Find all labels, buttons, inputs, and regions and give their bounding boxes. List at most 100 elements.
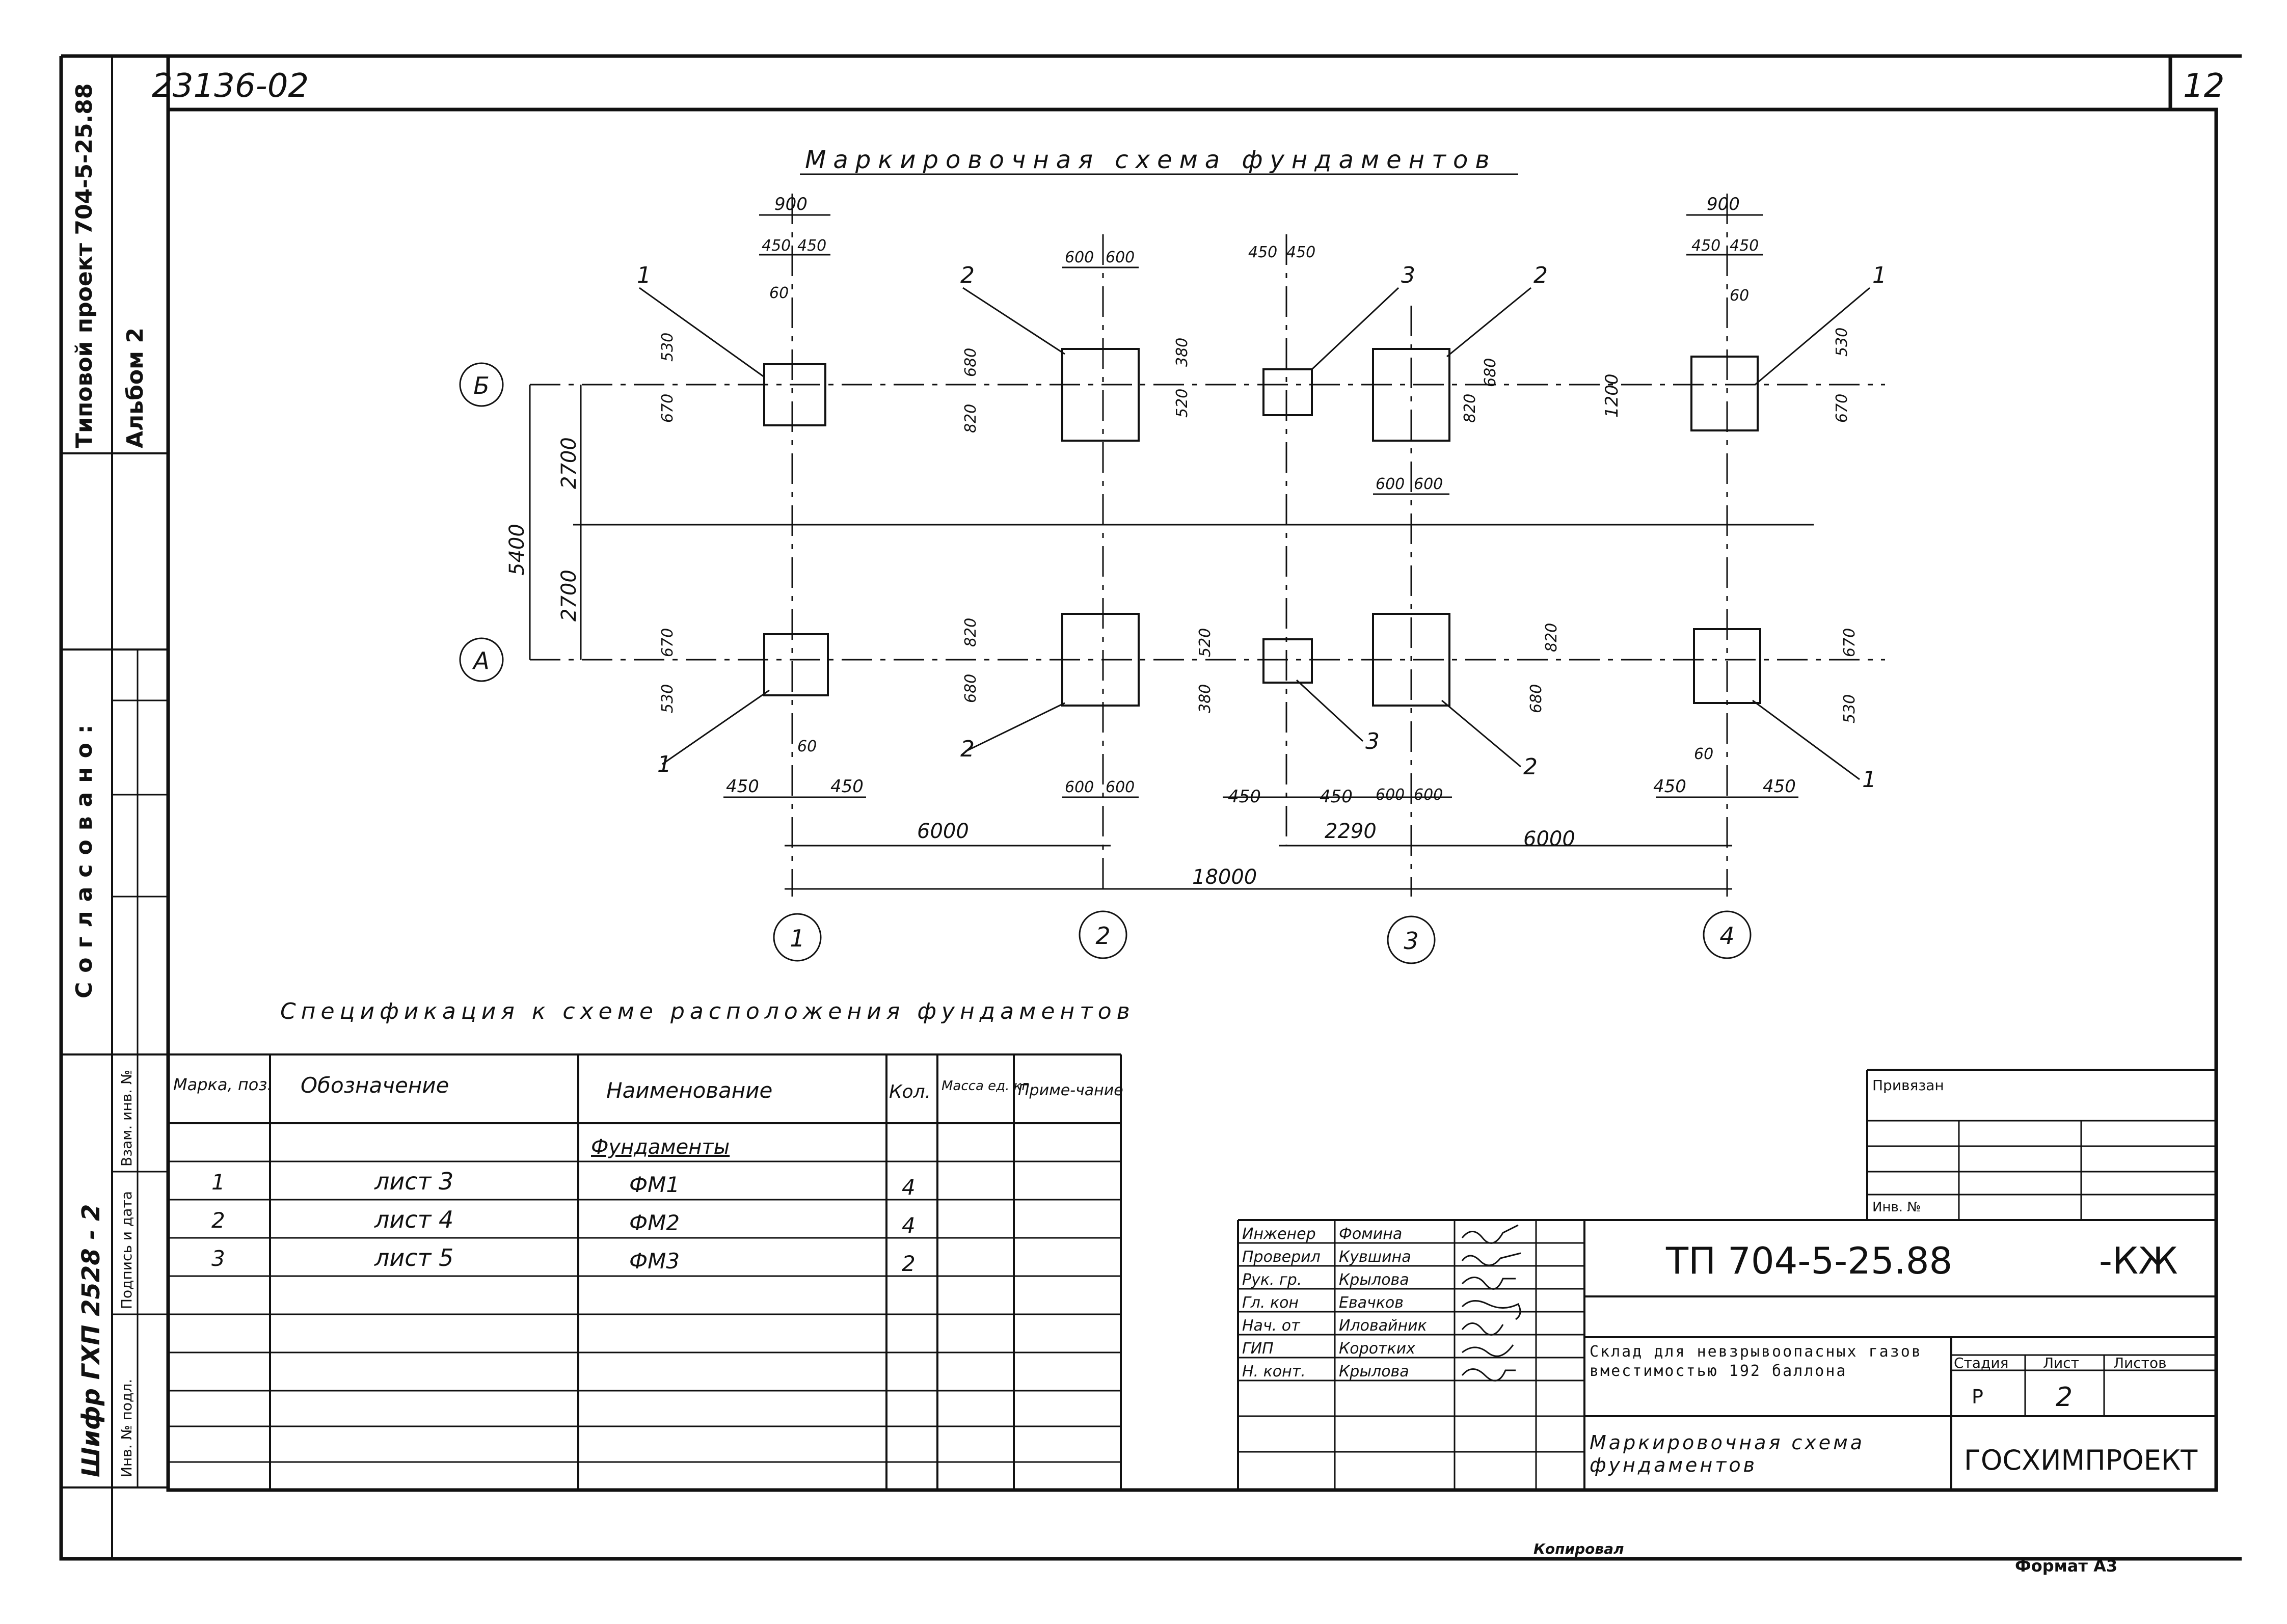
spec-row-2-designation: лист 4 [374,1206,453,1233]
mark-1-b1: 1 [637,262,651,288]
foundation-fm2-b2 [1061,348,1140,442]
mark-1-a4: 1 [1862,767,1876,793]
table-row: 2 лист 4 ФМ2 4 [211,1206,916,1238]
dim-450-col3-top-l: 450 [1248,243,1277,261]
dim-450-col3-bot-r: 450 [1320,787,1353,807]
spec-group-label: Фундаменты [591,1135,730,1159]
mark-3-b3: 3 [1401,262,1415,288]
tied-label: Привязан [1872,1077,1944,1094]
dim-450-col4-bot-r: 450 [1763,776,1796,797]
axis-bubble-b: Б [473,372,490,399]
format-label: Формат А3 [2015,1556,2117,1576]
dim-380-col3-bot: 380 [1196,684,1214,713]
spec-header-note: Приме-чание [1018,1081,1123,1099]
side-agreed-label: Согласовано: [71,716,97,999]
dim-530-col1-top: 530 [659,333,677,362]
dim-670-col1-bot: 670 [659,628,677,657]
staff-role-1: Инженер [1242,1225,1316,1243]
staff-role-5: Нач. от [1242,1317,1301,1335]
spec-header-mark: Марка, поз. [173,1075,273,1094]
dim-600-col3-mid-l: 600 [1376,475,1405,493]
spec-title: Спецификация к схеме расположения фундам… [280,998,1135,1024]
mark-1-b4: 1 [1872,262,1887,288]
document-code: 23136-02 [152,67,309,105]
spec-row-2-name: ФМ2 [629,1210,680,1235]
mark-2-b3: 2 [1533,262,1548,288]
staff-role-3: Рук. гр. [1242,1271,1302,1289]
dim-520-col3-top: 520 [1173,389,1191,418]
staff-role-4: Гл. кон [1242,1294,1299,1312]
staff-name-2: Кувшина [1339,1248,1411,1266]
sheets-label: Листов [2113,1355,2167,1371]
staff-role-6: ГИП [1242,1340,1274,1358]
axis-bubble-a: А [472,647,489,674]
dim-380-col3-top: 380 [1173,338,1191,367]
mark-1-a1: 1 [657,751,671,777]
dim-820-col3b-bot: 820 [1543,623,1560,652]
dim-670-col1-top: 670 [659,394,677,423]
spec-header-name: Наименование [606,1078,772,1103]
dim-820-col2-top: 820 [962,404,980,433]
inv-no-label: Инв. № [1872,1200,1921,1215]
side-cipher-label: Шифр ГХП 2528 - 2 [77,1204,105,1477]
dim-680-col2-bot: 680 [962,674,980,703]
axis-bubble-2: 2 [1095,922,1110,950]
dim-600-col2-bot-l: 600 [1065,778,1094,796]
mark-2-b2: 2 [960,262,975,288]
dim-60-col4-bot: 60 [1694,745,1713,763]
dim-600-col2-bot-r: 600 [1106,778,1135,796]
axis-bubble-4: 4 [1719,922,1734,950]
staff-role-7: Н. конт. [1242,1363,1306,1381]
dim-600-col3-bot-l: 600 [1376,786,1405,804]
dim-60-col1-bot: 60 [797,738,817,755]
spec-row-2-qty: 4 [902,1213,916,1238]
side-project-label: Типовой проект 704-5-25.88 [71,83,97,448]
dim-450-col3-top-r: 450 [1286,243,1315,261]
title-block: Привязан Инв. № Инженер Фомина Проверил … [1237,1069,2216,1490]
foundation-fm1-a1 [763,633,829,696]
sheet-label: Лист [2043,1355,2079,1371]
side-sign-date-label: Подпись и дата [118,1191,135,1309]
staff-role-2: Проверил [1242,1248,1321,1266]
stage-value: Р [1972,1386,1983,1408]
object-description: Склад для невзрывоопасных газов вместимо… [1590,1343,1922,1380]
dim-450-col1-r: 450 [797,237,826,255]
spec-row-1-name: ФМ1 [629,1172,680,1197]
foundation-fm1-a4 [1693,628,1761,704]
staff-name-4: Евачков [1339,1294,1404,1312]
spec-header-mass: Масса ед. кг [941,1078,1029,1094]
spec-row-1-designation: лист 3 [374,1168,453,1195]
plan-title: Маркировочная схема фундаментов [805,146,1497,174]
spec-row-3-mark: 3 [211,1246,225,1271]
axis-bubble-3: 3 [1404,927,1418,955]
dim-530-col1-bot: 530 [659,684,677,713]
spec-row-2-mark: 2 [211,1208,225,1233]
spec-header-qty: Кол. [889,1081,931,1102]
foundation-fm3-b3 [1262,368,1313,416]
foundation-fm2-a2 [1061,613,1140,707]
dim-600-col2-top-l: 600 [1065,249,1094,266]
sheet-number: 12 [2183,67,2224,105]
dim-900-col1: 900 [774,194,808,214]
dim-2700-top: 2700 [557,437,581,489]
dim-670-col4-top: 670 [1833,394,1851,423]
foundation-fm2-b3 [1372,348,1450,442]
specification-table: Спецификация к схеме расположения фундам… [168,998,1135,1490]
table-row: 1 лист 3 ФМ1 4 [211,1168,916,1200]
foundation-fm1-b4 [1690,356,1759,431]
spec-row-1-qty: 4 [902,1175,916,1200]
dim-680-col3b-bot: 680 [1527,684,1545,713]
staff-name-3: Крылова [1339,1271,1409,1289]
doc-code: ТП 704-5-25.88 [1665,1239,1952,1282]
dim-6000-left: 6000 [917,820,969,843]
dim-520-col3-bot: 520 [1196,628,1214,657]
staff-name-1: Фомина [1339,1225,1402,1243]
spec-row-1-mark: 1 [211,1170,225,1195]
dim-60-col4: 60 [1730,287,1749,305]
dim-2290: 2290 [1325,820,1377,843]
spec-row-3-name: ФМ3 [629,1249,680,1274]
foundation-fm1-b1 [763,363,826,426]
spec-row-3-designation: лист 5 [374,1244,453,1271]
copy-label: Копировал [1533,1540,1624,1557]
